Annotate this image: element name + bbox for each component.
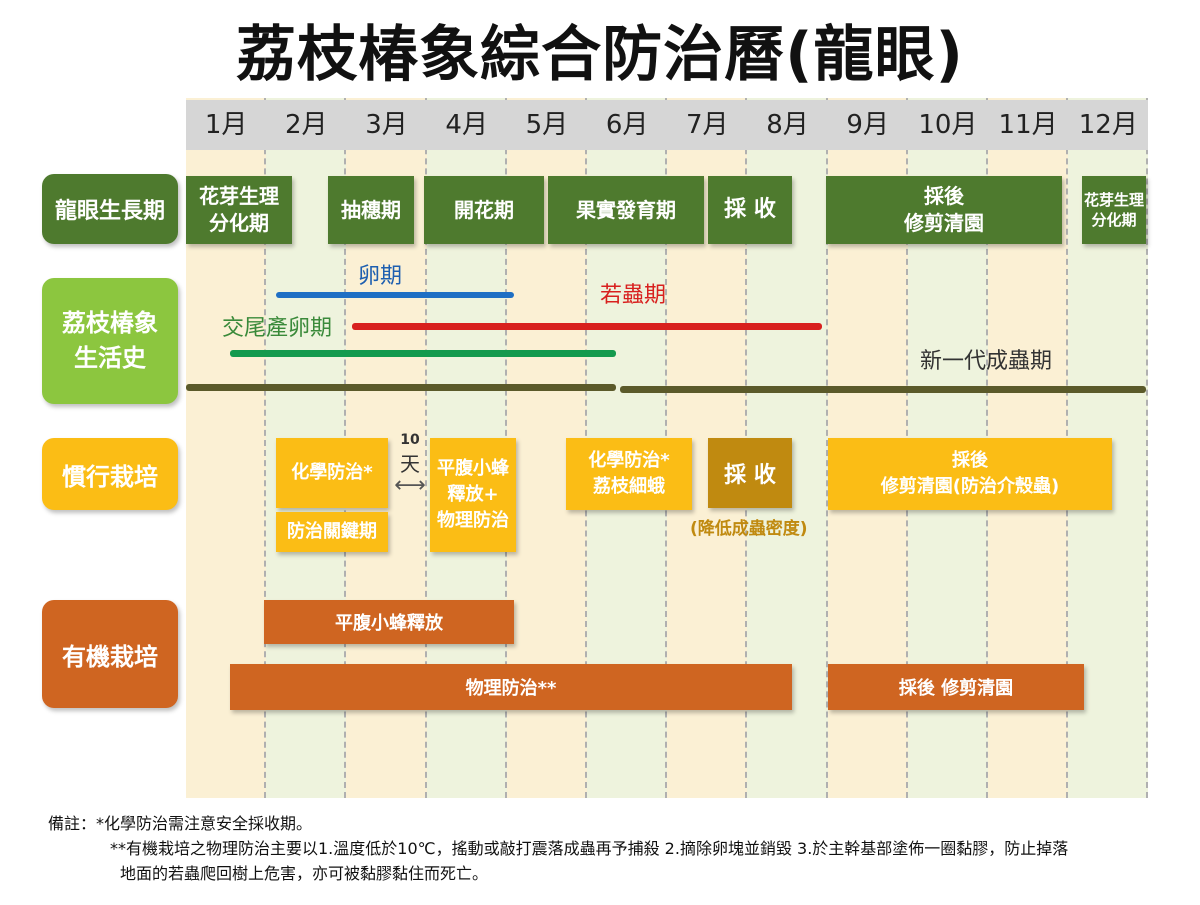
conv-harvest: 採 收 [708, 438, 792, 508]
growth-stage-panicle: 抽穗期 [328, 176, 414, 244]
notes: 備註：*化學防治需注意安全採收期。 **有機栽培之物理防治主要以1.溫度低於10… [48, 812, 1168, 886]
org-wasp: 平腹小蜂釋放 [264, 600, 514, 644]
month-label: 4月 [426, 100, 507, 150]
month-label: 12月 [1068, 100, 1149, 150]
mating-label: 交尾產卵期 [222, 316, 333, 341]
interval-number: 10 [400, 432, 420, 448]
month-label: 1月 [186, 100, 267, 150]
note-line-3: 地面的若蟲爬回樹上危害，亦可被黏膠黏住而死亡。 [120, 863, 489, 883]
month-label: 7月 [667, 100, 748, 150]
conv-harvest-note: (降低成蟲密度) [690, 519, 808, 539]
growth-stage-post-harvest: 採後 修剪清園 [826, 176, 1062, 244]
month-label: 6月 [587, 100, 668, 150]
row-header-conventional: 慣行栽培 [42, 438, 178, 510]
month-label: 11月 [988, 100, 1069, 150]
conv-post-harvest: 採後 修剪清園(防治介殼蟲) [828, 438, 1112, 510]
month-label: 5月 [506, 100, 587, 150]
row-header-growth: 龍眼生長期 [42, 174, 178, 244]
page-title: 荔枝椿象綜合防治曆(龍眼) [236, 20, 964, 90]
growth-stage-flower-diff: 花芽生理 分化期 [186, 176, 292, 244]
conv-interval: 10 天 ⟷ [390, 432, 430, 498]
conv-chemical-2: 化學防治* 荔枝細蛾 [566, 438, 692, 510]
adult-line-2 [620, 386, 1146, 393]
month-label: 8月 [747, 100, 828, 150]
org-physical: 物理防治** [230, 664, 792, 710]
adult-line-1 [186, 384, 616, 391]
row-header-organic: 有機栽培 [42, 600, 178, 708]
month-label: 2月 [266, 100, 347, 150]
growth-stage-fruit: 果實發育期 [548, 176, 704, 244]
conv-chemical-1: 化學防治* [276, 438, 388, 508]
nymph-label: 若蟲期 [600, 283, 667, 308]
org-post-harvest: 採後 修剪清園 [828, 664, 1084, 710]
egg-label: 卵期 [358, 264, 403, 289]
growth-stage-harvest: 採 收 [708, 176, 792, 244]
growth-stage-flower-diff-2: 花芽生理 分化期 [1082, 176, 1146, 244]
nymph-line [352, 323, 822, 330]
double-arrow-icon: ⟷ [394, 473, 426, 498]
growth-stage-flowering: 開花期 [424, 176, 544, 244]
month-label: 10月 [907, 100, 988, 150]
egg-line [276, 292, 514, 298]
conv-key-period: 防治關鍵期 [276, 512, 388, 552]
row-header-lifecycle: 荔枝椿象 生活史 [42, 278, 178, 404]
new-adult-label: 新一代成蟲期 [920, 349, 1053, 374]
note-line-2: **有機栽培之物理防治主要以1.溫度低於10℃，搖動或敲打震落成蟲再予捕殺 2.… [110, 838, 1069, 858]
interval-unit: 天 [400, 452, 420, 476]
month-label: 3月 [346, 100, 427, 150]
month-label: 9月 [827, 100, 908, 150]
note-line-1: 備註：*化學防治需注意安全採收期。 [48, 814, 313, 833]
mating-line [230, 350, 616, 357]
conv-wasp-physical: 平腹小蜂 釋放+ 物理防治 [430, 438, 516, 552]
